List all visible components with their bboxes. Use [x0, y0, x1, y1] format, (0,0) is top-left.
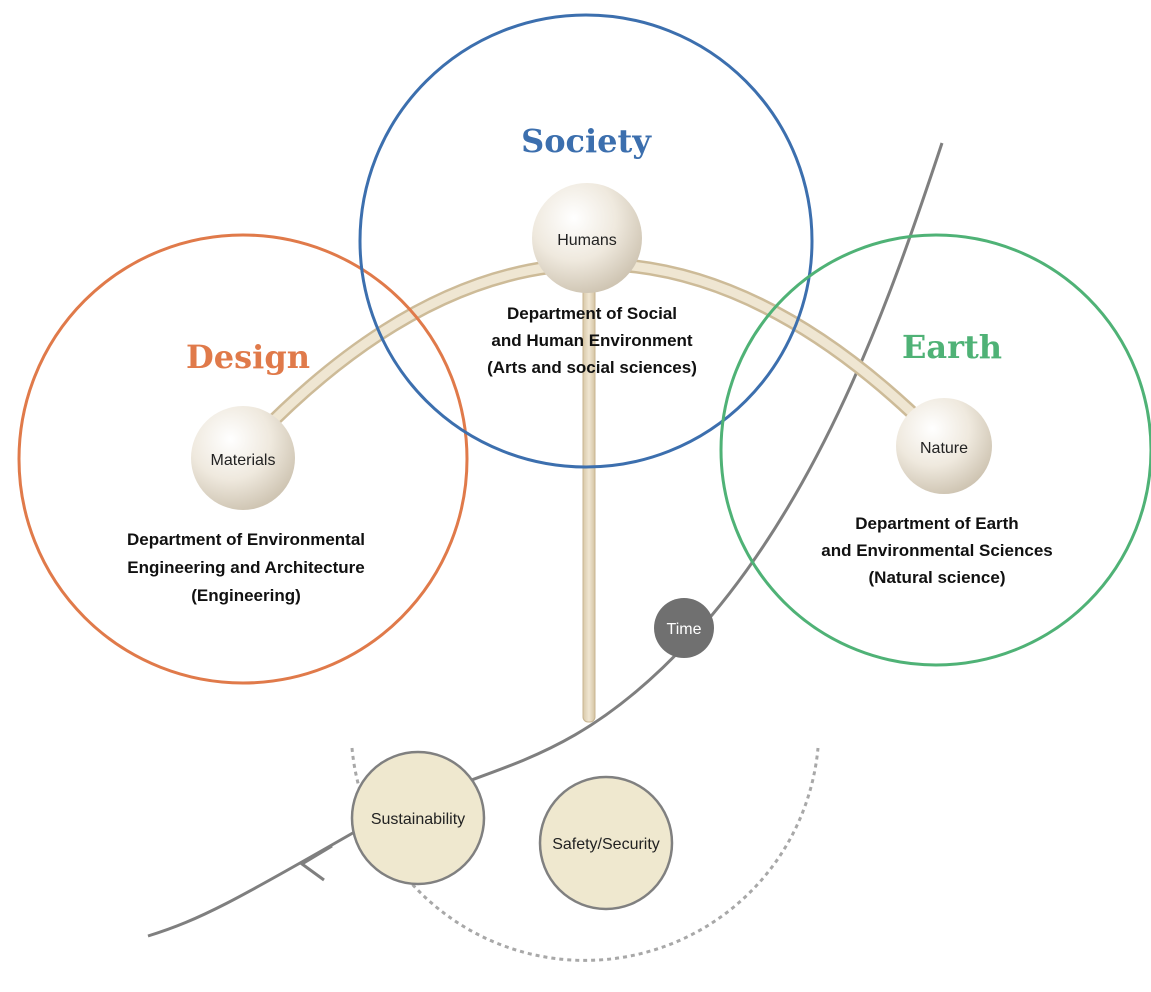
- nature-label: Nature: [920, 440, 968, 457]
- svg-text:Department of Environmental: Department of Environmental: [127, 530, 365, 549]
- svg-text:and Environmental Sciences: and Environmental Sciences: [821, 541, 1052, 560]
- society-title: Society: [521, 122, 652, 160]
- social-department-text: Department of Social and Human Environme…: [487, 304, 697, 377]
- time-badge: [654, 598, 714, 658]
- sustainability-circle: [350, 750, 486, 886]
- svg-text:Department of Social: Department of Social: [507, 304, 677, 323]
- svg-text:Engineering and Architecture: Engineering and Architecture: [127, 558, 364, 577]
- design-title: Design: [186, 338, 310, 376]
- society-circle: [358, 13, 814, 469]
- design-circle: [17, 233, 469, 685]
- humans-label: Humans: [557, 232, 617, 249]
- sustainability-label: Sustainability: [371, 811, 465, 828]
- safety-circle: [538, 775, 674, 911]
- earth-department-text: Department of Earth and Environmental Sc…: [821, 514, 1052, 587]
- safety-label: Safety/Security: [552, 836, 660, 853]
- nature-sphere: [896, 398, 992, 494]
- time-curve: [147, 142, 944, 938]
- svg-text:(Natural science): (Natural science): [869, 568, 1006, 587]
- materials-label: Materials: [211, 452, 276, 469]
- humans-sphere: [532, 183, 642, 293]
- svg-text:(Engineering): (Engineering): [191, 586, 301, 605]
- materials-sphere: [191, 406, 295, 510]
- svg-text:(Arts and social sciences): (Arts and social sciences): [487, 358, 697, 377]
- environmental-department-text: Department of Environmental Engineering …: [127, 530, 365, 605]
- svg-text:Department of Earth: Department of Earth: [855, 514, 1018, 533]
- earth-title: Earth: [902, 328, 1002, 366]
- time-label: Time: [667, 621, 702, 638]
- earth-circle: [719, 233, 1151, 667]
- svg-text:and Human Environment: and Human Environment: [491, 331, 693, 350]
- time-arrowhead-icon: [299, 844, 333, 882]
